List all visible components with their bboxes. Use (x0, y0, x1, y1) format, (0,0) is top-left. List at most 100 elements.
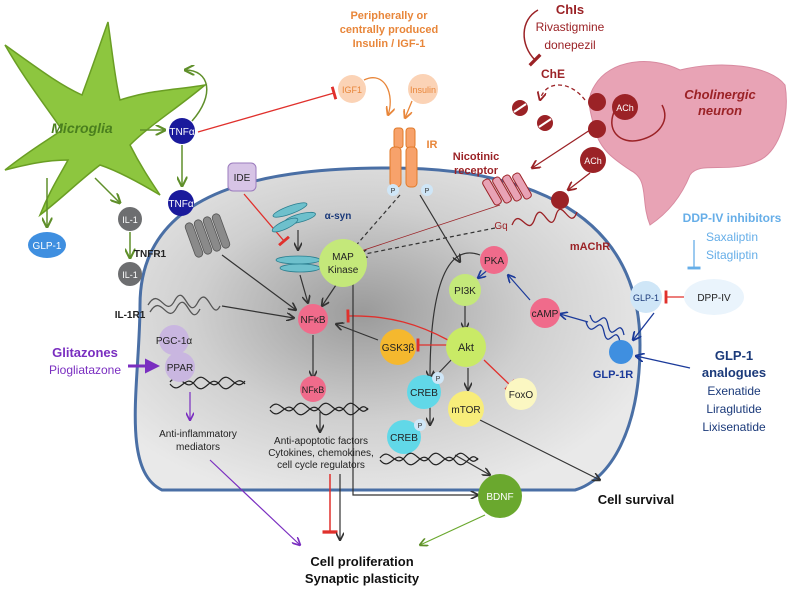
pgc1a-label: PGC-1α (156, 336, 193, 347)
che-label: ChE (541, 67, 565, 81)
tnf-alpha-label-1: TNFα (169, 127, 194, 138)
chis-title: ChIs (556, 2, 584, 17)
donepezil-label: donepezil (544, 38, 595, 52)
insulin-source-line3: Insulin / IGF-1 (353, 38, 426, 50)
cell-survival-label: Cell survival (598, 492, 675, 507)
il1-label-1: IL-1 (122, 215, 138, 225)
cholinergic-label-2: neuron (698, 103, 742, 118)
arrow-ir-pi3k (419, 194, 460, 262)
ach-dot-2 (588, 120, 606, 138)
arrow-mtor-survival (479, 419, 600, 480)
tnf-alpha-node-2 (168, 190, 194, 216)
line-nicotinic-mapk (357, 204, 501, 253)
dna-creb (379, 452, 479, 462)
igf1-label: IGF1 (342, 85, 362, 95)
saxagliptin-label: Saxaliptin (706, 230, 758, 244)
anti-inflammatory-1: Anti-inflammatory (159, 429, 237, 440)
lixisenatide-label: Lixisenatide (702, 420, 766, 434)
anti-inflammatory-2: mediators (176, 442, 220, 453)
arrow-mapk-nfkb (322, 281, 339, 306)
machr-label: mAChR (570, 241, 610, 253)
pioglitazone-label: Piogliatazone (49, 363, 121, 377)
glp1-label-left: GLP-1 (33, 241, 62, 252)
anti-apoptotic-3: cell cycle regulators (277, 460, 365, 471)
glp1r-receptor (589, 314, 625, 336)
tnf-alpha-node-1 (169, 118, 195, 144)
ddp-title: DDP-IV inhibitors (683, 211, 782, 225)
tnf-alpha-label-2: TNFα (168, 199, 193, 210)
creb-p-2: P (418, 423, 423, 430)
arrow-glp1r-camp (560, 314, 589, 323)
arrow-analogues-glp1r (636, 356, 691, 369)
nicotinic-label-2: receptor (454, 165, 499, 177)
il1r1-receptor (147, 294, 221, 311)
arrow-che-dashed (540, 84, 586, 100)
arrow-asyn-nfkb (299, 274, 308, 303)
insulin-label: Insulin (410, 85, 436, 95)
tnfr1-receptor (184, 213, 231, 258)
dpp-iv-label: DPP-IV (697, 293, 731, 304)
analogues-title-2: analogues (702, 365, 766, 380)
exenatide-label: Exenatide (707, 384, 761, 398)
glp1-label-right: GLP-1 (633, 293, 659, 303)
glp1-node-right (630, 281, 662, 313)
igf1-node (338, 75, 366, 103)
arrow-microglia-il1 (94, 177, 120, 203)
glitazones-label: Glitazones (52, 345, 118, 360)
arrow-pka-creb (430, 252, 481, 378)
il1-node-1 (118, 207, 142, 231)
creb-label-1: CREB (410, 388, 438, 399)
dna-nfkb (269, 402, 369, 412)
gq-label: Gq (494, 221, 507, 232)
mapk-label-1: MAP (332, 252, 354, 263)
liraglutide-label: Liraglutide (706, 402, 762, 416)
bdnf-label: BDNF (486, 492, 513, 503)
akt-node (446, 327, 486, 367)
ach-dot-1 (588, 93, 606, 111)
tnfr1-label: TNFR1 (134, 249, 167, 260)
ach-label-1: ACh (616, 103, 634, 113)
prolif-label-2: Synaptic plasticity (305, 571, 420, 586)
arrow-glp1-glp1r (633, 312, 655, 340)
nfkb-node-1 (298, 304, 328, 334)
creb-node-1 (407, 375, 441, 409)
gsk3b-node (380, 329, 416, 365)
mtor-label: mTOR (451, 405, 480, 416)
inhibit-tnf-igf1 (197, 86, 338, 133)
inhibit-ide-asyn (243, 193, 290, 247)
microglia-cell (4, 21, 208, 218)
pka-label: PKA (484, 256, 504, 267)
ach-node-1 (612, 94, 638, 120)
arrow-ir-mapk-dashed (352, 194, 401, 250)
arrow-camp-pka (508, 275, 531, 301)
il1-node-2 (118, 262, 142, 286)
arrow-il1r-nfkb (221, 305, 294, 318)
arrow-bdnf-prolif (420, 514, 486, 545)
arrow-insulin-ir (405, 100, 413, 118)
arrow-tnfr-nfkb (221, 254, 296, 310)
insulin-source-line2: centrally produced (340, 24, 438, 36)
camp-node (530, 298, 560, 328)
arrow-gq-mapk-dashed (360, 227, 496, 255)
arrow-mapk-bdnf (352, 280, 478, 495)
ach-node-2 (580, 147, 606, 173)
sitagliptin-label: Sitagliptin (706, 248, 758, 262)
glp1-node-left (28, 232, 66, 258)
insulin-node (408, 74, 438, 104)
il1r1-label: IL-1R1 (115, 310, 146, 321)
creb-p-1: P (436, 376, 441, 383)
mapk-label-2: Kinase (328, 265, 359, 276)
nicotinic-label-1: Nicotinic (453, 151, 499, 163)
arrow-ach-nicotinic (532, 129, 591, 168)
ppar-node (165, 352, 195, 382)
arrow-dna-bdnf (454, 454, 490, 475)
pka-node (480, 246, 508, 274)
gsk3b-label: GSK3β (382, 343, 415, 354)
akt-label: Akt (458, 342, 474, 354)
glp1-bound (609, 340, 633, 364)
ide-node (227, 162, 257, 192)
cholinergic-label-1: Cholinergic (684, 87, 756, 102)
foxo-label: FoxO (509, 390, 534, 401)
ach-dot-3 (551, 191, 569, 209)
